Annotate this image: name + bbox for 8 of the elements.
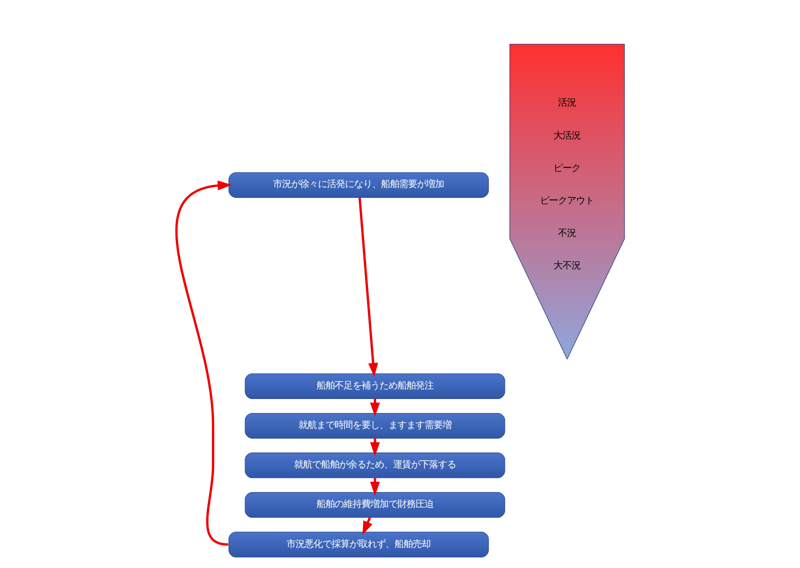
arrow: [174, 180, 232, 546]
node-box: 就航まで時間を要し、ますます需要増: [244, 412, 505, 439]
node-box: 船舶不足を補うため船舶発注: [244, 373, 505, 399]
arrow: [358, 198, 378, 378]
node-box: 市況悪化で採算が取れず、船舶売却: [228, 532, 488, 558]
node-box: 船舶の維持費増加で財務圧迫: [244, 492, 505, 518]
node-box: 就航で船舶が余るため、運賃が下落する: [244, 452, 505, 478]
node-box: 市況が徐々に活発になり、船舶需要が増加: [228, 172, 488, 198]
